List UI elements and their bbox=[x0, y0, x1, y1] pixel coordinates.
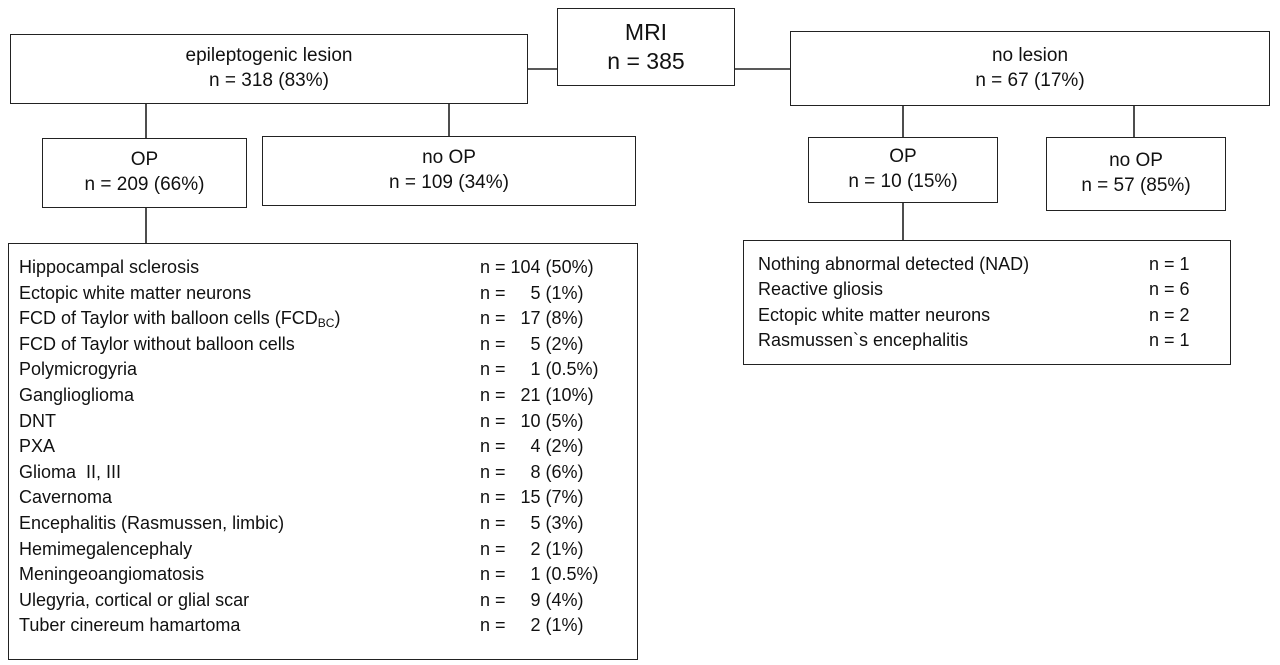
nolesion-findings-box: Nothing abnormal detected (NAD) n = 1 Reac… bbox=[743, 240, 1231, 365]
nolesion-noop-count: n = 57 (85%) bbox=[1081, 175, 1191, 196]
lesion-finding-label: PXA bbox=[19, 434, 55, 459]
lesion-title: epileptogenic lesion bbox=[185, 45, 353, 67]
nolesion-finding-label: Ectopic white matter neurons bbox=[758, 303, 990, 328]
lesion-finding-label-text: Hippocampal sclerosis bbox=[19, 257, 200, 277]
lesion-finding-count: n = 9 (4%) bbox=[480, 589, 584, 610]
lesion-finding-label-text: Polymicrogyria bbox=[19, 359, 138, 380]
lesion-finding-label: Encephalitis (Rasmussen, limbic) bbox=[19, 511, 284, 536]
mri-title: MRI bbox=[624, 19, 668, 46]
lesion-finding-label-text: Cavernoma bbox=[19, 487, 113, 508]
nolesion-finding-label: Nothing abnormal detected (NAD) bbox=[758, 252, 1029, 277]
lesion-finding-label-text: Ulegyria, cortical or glial scar bbox=[19, 589, 250, 610]
lesion-finding-count: n = 5 (2%) bbox=[480, 333, 584, 354]
lesion-findings-box: Hippocampal sclerosis n = 104 (50%) Ectopi… bbox=[8, 243, 638, 660]
lesion-finding-count: n = 104 (50%) bbox=[480, 257, 594, 277]
nolesion-noop-box: no OP n = 57 (85%) bbox=[1046, 137, 1226, 211]
lesion-finding-label: Polymicrogyria bbox=[19, 357, 137, 382]
lesion-finding-label-text: Hemimegalencephaly bbox=[19, 538, 193, 559]
lesion-finding-count: n = 10 (5%) bbox=[480, 410, 584, 431]
lesion-finding-count: n = 1 (0.5%) bbox=[480, 564, 599, 585]
lesion-finding-label-text: DNT bbox=[19, 410, 56, 431]
nolesion-finding-count: n = 6 bbox=[1149, 279, 1190, 300]
nolesion-finding-count: n = 1 bbox=[1149, 329, 1190, 350]
lesion-finding-label-text: FCD of Taylor without balloon cells bbox=[19, 333, 295, 354]
lesion-finding-label: FCD of Taylor with balloon cells (FCDBC) bbox=[19, 306, 340, 336]
lesion-finding-label: DNT bbox=[19, 409, 56, 434]
nolesion-box: no lesion n = 67 (17%) bbox=[790, 31, 1270, 106]
nolesion-op-box: OP n = 10 (15%) bbox=[808, 137, 998, 203]
lesion-finding-count: n = 2 (1%) bbox=[480, 538, 584, 559]
lesion-finding-label-text: FCD of Taylor with balloon cells (FCD bbox=[19, 308, 318, 329]
lesion-finding-label: Cavernoma bbox=[19, 485, 112, 510]
lesion-finding-label-text: Tuber cinereum hamartoma bbox=[19, 615, 241, 636]
nolesion-finding-label-text: Rasmussen`s encephalitis bbox=[758, 329, 969, 350]
lesion-finding-count: n = 15 (7%) bbox=[480, 487, 584, 508]
lesion-finding-label: FCD of Taylor without balloon cells bbox=[19, 332, 295, 357]
lesion-count: n = 318 (83%) bbox=[209, 70, 329, 91]
nolesion-op-count: n = 10 (15%) bbox=[848, 171, 958, 192]
nolesion-noop-title: no OP bbox=[1109, 150, 1163, 172]
lesion-finding-label: Ganglioglioma bbox=[19, 383, 134, 408]
lesion-noop-title: no OP bbox=[422, 147, 476, 169]
nolesion-count: n = 67 (17%) bbox=[975, 69, 1085, 91]
mri-count: n = 385 bbox=[607, 48, 685, 74]
lesion-finding-label: Tuber cinereum hamartoma bbox=[19, 613, 240, 638]
nolesion-finding-label: Rasmussen`s encephalitis bbox=[758, 328, 968, 353]
lesion-finding-count: n = 1 (0.5%) bbox=[480, 359, 599, 380]
lesion-finding-count: n = 4 (2%) bbox=[480, 436, 584, 457]
nolesion-finding-label-text: Reactive gliosis bbox=[758, 279, 884, 300]
lesion-finding-count: n = 8 (6%) bbox=[480, 461, 584, 482]
nolesion-finding-count: n = 1 bbox=[1149, 254, 1190, 274]
lesion-op-count: n = 209 (66%) bbox=[84, 174, 205, 195]
lesion-finding-label-end: ) bbox=[334, 308, 341, 329]
lesion-noop-count: n = 109 (34%) bbox=[389, 172, 509, 193]
lesion-finding-label: Ectopic white matter neurons bbox=[19, 281, 251, 306]
nolesion-op-title: OP bbox=[889, 146, 917, 168]
lesion-finding-label: Hemimegalencephaly bbox=[19, 537, 192, 562]
lesion-finding-count: n = 5 (1%) bbox=[480, 282, 584, 303]
lesion-op-title: OP bbox=[130, 149, 159, 171]
lesion-finding-count: n = 17 (8%) bbox=[480, 308, 584, 329]
lesion-finding-label-text: Encephalitis (Rasmussen, limbic) bbox=[19, 513, 285, 533]
lesion-finding-label-text: Ganglioglioma bbox=[19, 385, 135, 405]
nolesion-finding-count: n = 2 bbox=[1149, 304, 1190, 325]
mri-root-box: MRI n = 385 bbox=[557, 8, 735, 86]
nolesion-finding-label: Reactive gliosis bbox=[758, 277, 883, 302]
lesion-finding-label-text: PXA bbox=[19, 436, 56, 457]
lesion-finding-label-text: Ectopic white matter neurons bbox=[19, 282, 252, 303]
lesion-noop-box: no OP n = 109 (34%) bbox=[262, 136, 636, 206]
lesion-box: epileptogenic lesion n = 318 (83%) bbox=[10, 34, 528, 104]
lesion-finding-count: n = 5 (3%) bbox=[480, 513, 584, 533]
lesion-finding-label: Hippocampal sclerosis bbox=[19, 255, 199, 280]
nolesion-finding-label-text: Nothing abnormal detected (NAD) bbox=[758, 254, 1030, 274]
lesion-finding-label-subscript: BC bbox=[317, 316, 335, 331]
lesion-op-box: OP n = 209 (66%) bbox=[42, 138, 247, 208]
nolesion-finding-label-text: Ectopic white matter neurons bbox=[758, 304, 991, 325]
lesion-finding-count: n = 21 (10%) bbox=[480, 385, 594, 405]
lesion-finding-label: Ulegyria, cortical or glial scar bbox=[19, 588, 249, 613]
lesion-finding-label: Glioma II, III bbox=[19, 460, 121, 485]
nolesion-title: no lesion bbox=[991, 44, 1069, 66]
lesion-finding-label-text: Glioma II, III bbox=[19, 461, 122, 482]
lesion-finding-label: Meningeoangiomatosis bbox=[19, 562, 204, 587]
lesion-finding-count: n = 2 (1%) bbox=[480, 615, 584, 636]
lesion-finding-label-text: Meningeoangiomatosis bbox=[19, 564, 205, 585]
